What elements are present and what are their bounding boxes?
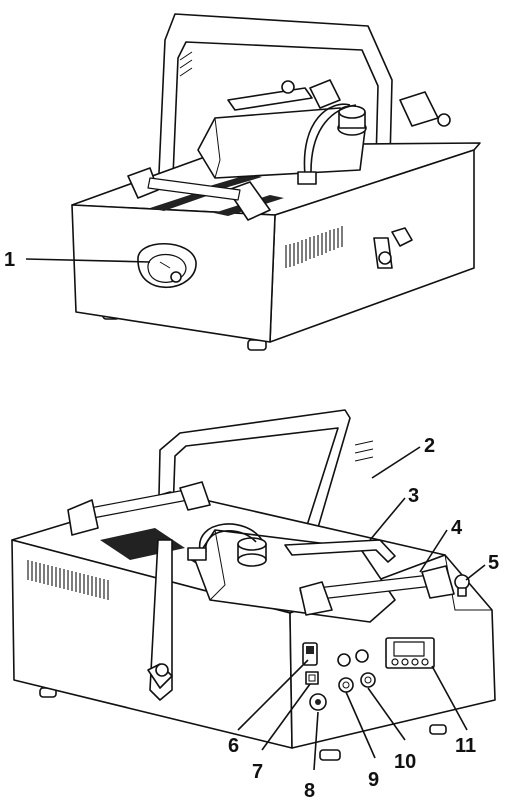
connector (355, 649, 369, 663)
callout-line-4 (419, 529, 448, 573)
crossbar (147, 177, 241, 201)
callout-label-3: 3 (408, 485, 419, 507)
callout-line-6 (237, 659, 309, 731)
tank-handle (284, 539, 396, 563)
hose-fitting (297, 171, 317, 185)
connector (337, 653, 351, 667)
side-vents (27, 560, 109, 600)
clamp (299, 581, 333, 616)
panel-button (401, 658, 409, 666)
callout-line-11 (431, 665, 468, 731)
clamp (179, 481, 211, 511)
clamp (399, 91, 439, 127)
eye-bolt (437, 113, 451, 127)
bracket-knob-ring (378, 251, 392, 265)
panel-button (421, 658, 429, 666)
callout-line-8 (313, 711, 319, 771)
fluid-hose (199, 523, 263, 551)
clamp (127, 167, 159, 199)
callout-label-8: 8 (304, 780, 315, 802)
panel-button (411, 658, 419, 666)
clamp (67, 499, 99, 536)
callout-line-10 (367, 687, 406, 741)
clamp (309, 79, 341, 109)
side-vents (285, 226, 343, 268)
callout-line-9 (345, 691, 376, 759)
foot (319, 749, 341, 761)
clamp (421, 565, 455, 599)
callout-label-10: 10 (394, 751, 416, 773)
dmx-connector-10 (360, 672, 376, 688)
eye-bolt-stem (457, 587, 467, 597)
front-view: 1 (4, 13, 481, 351)
callout-label-6: 6 (228, 735, 239, 757)
rear-view: 2 3 4 5 6 7 8 9 10 11 (11, 409, 499, 802)
eye-bolt (281, 80, 295, 94)
callout-line-1 (25, 258, 151, 263)
callout-label-5: 5 (488, 552, 499, 574)
eye-bolt (454, 574, 470, 590)
callout-label-9: 9 (368, 769, 379, 791)
callout-label-1: 1 (4, 249, 15, 271)
bracket-knob (391, 227, 413, 247)
fog-nozzle (137, 243, 197, 289)
panel-button (391, 658, 399, 666)
foot (429, 724, 447, 735)
callout-label-7: 7 (252, 761, 263, 783)
hose-fitting (187, 547, 207, 561)
lcd-screen (393, 641, 425, 657)
callout-line-7 (261, 683, 311, 751)
callout-line-5 (465, 564, 486, 581)
dmx-connector-9 (338, 677, 354, 693)
bracket-arm (149, 539, 173, 701)
callout-line-2 (371, 446, 421, 479)
rear-panel (302, 637, 435, 711)
callout-line-3 (369, 497, 406, 541)
tank-handle (227, 87, 313, 111)
callout-label-4: 4 (451, 517, 463, 539)
fluid-hose (303, 103, 351, 176)
fuse-holder (305, 671, 319, 685)
callout-label-11: 11 (455, 735, 476, 757)
callout-label-2: 2 (424, 435, 435, 457)
